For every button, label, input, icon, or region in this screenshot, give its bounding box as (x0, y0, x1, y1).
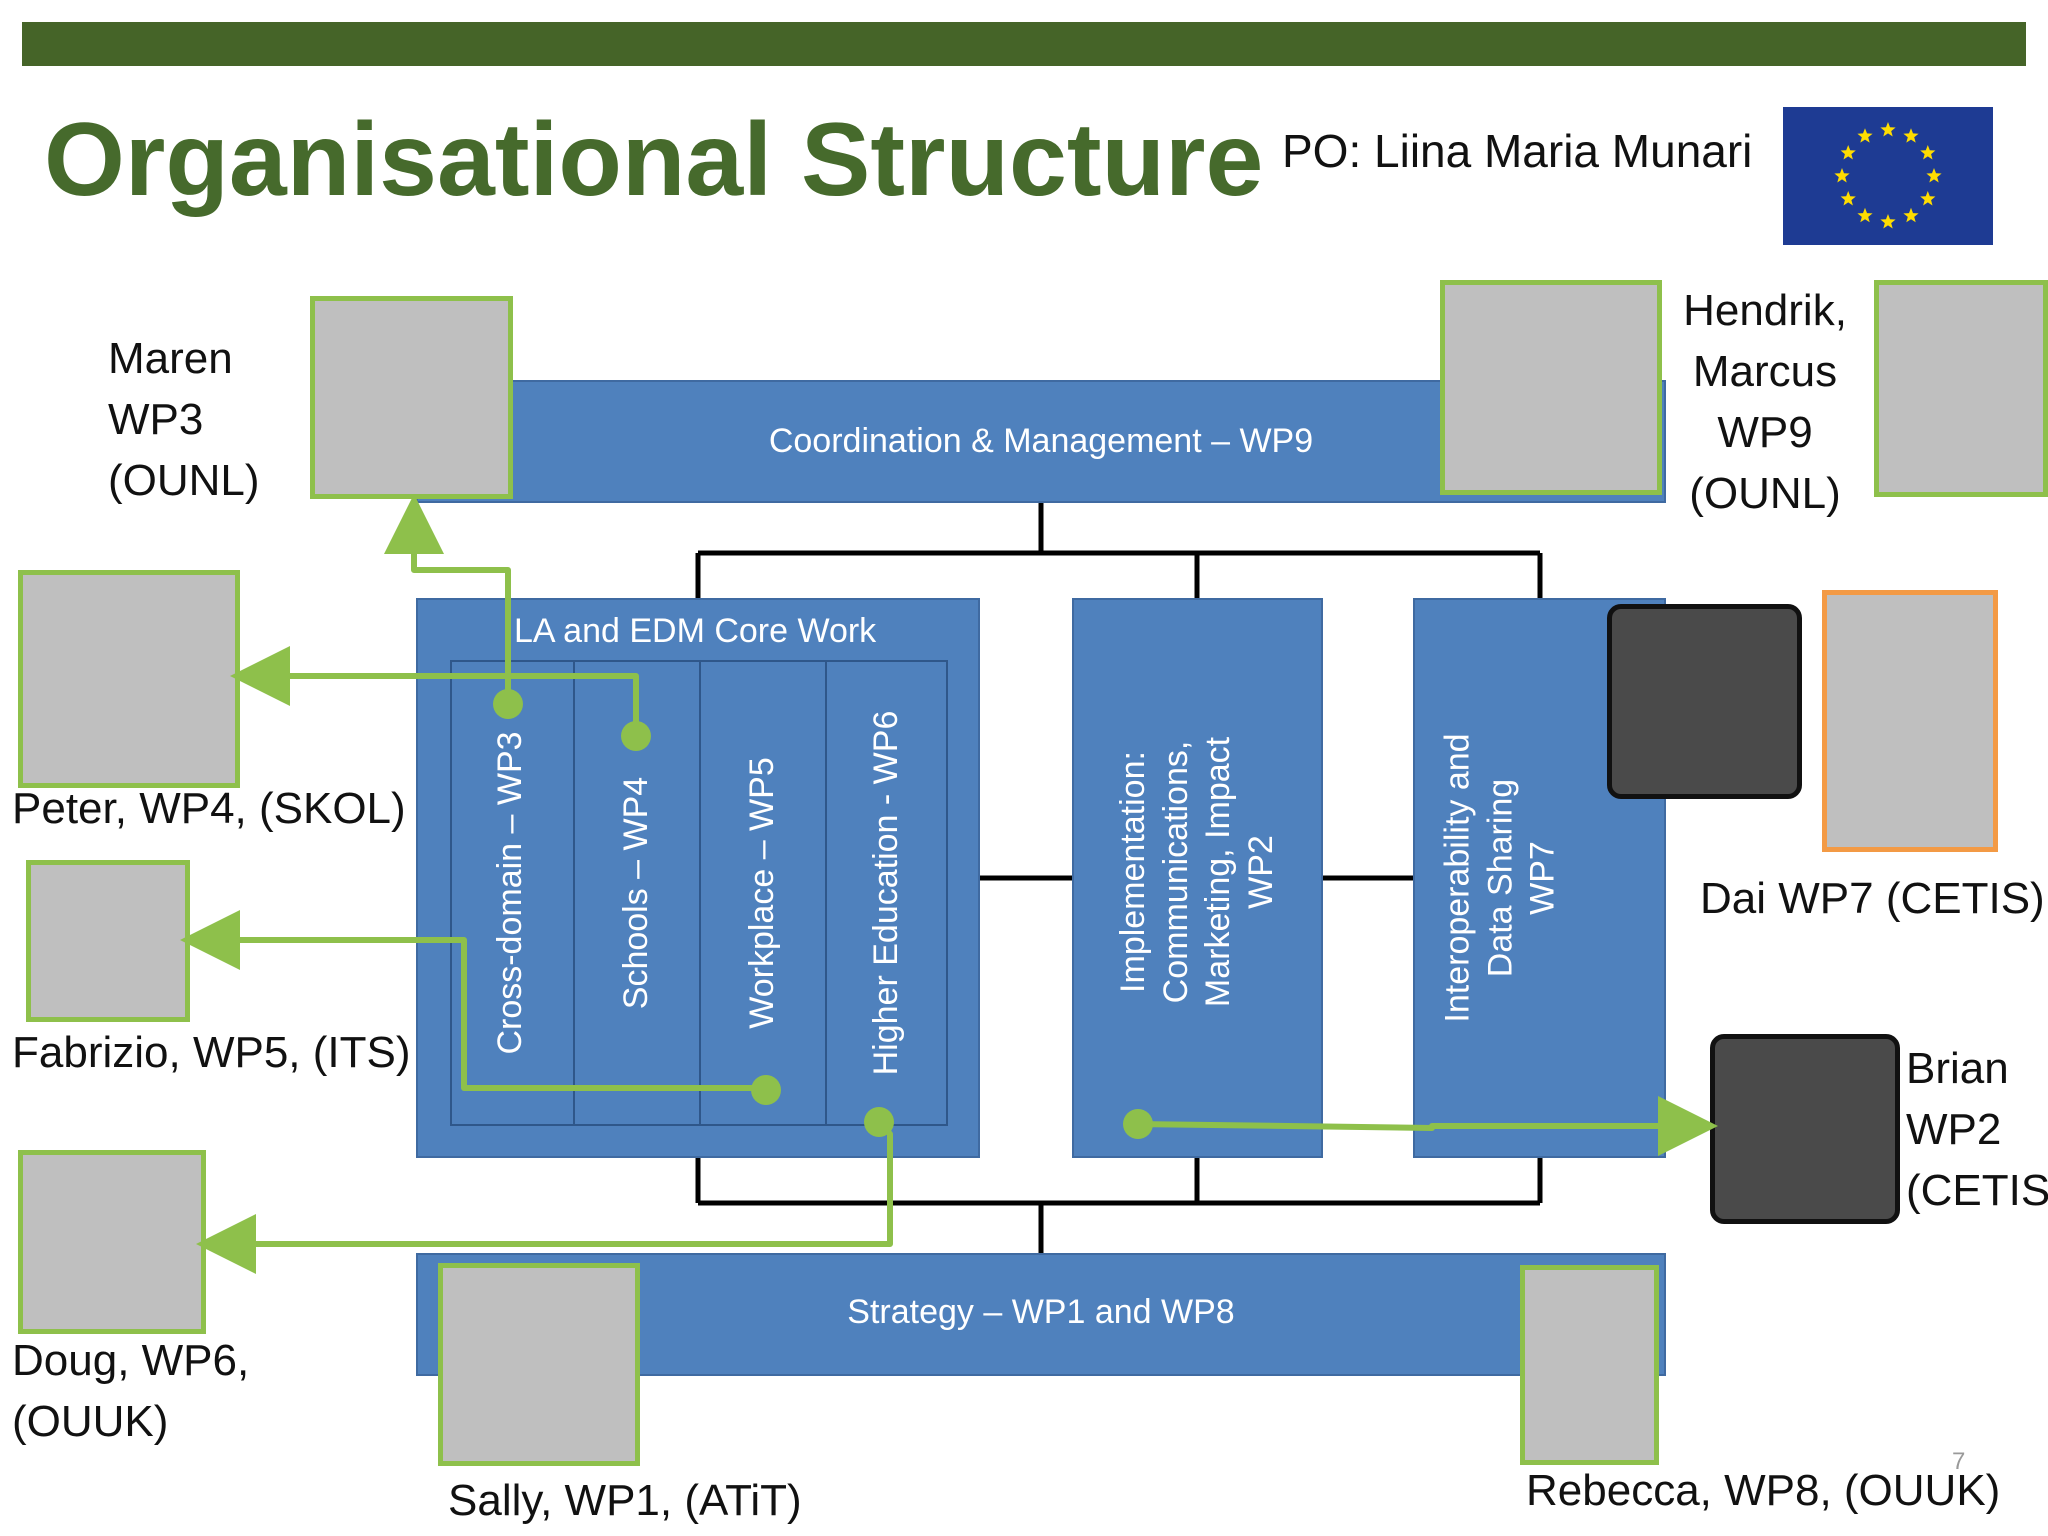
peter-label: Peter, WP4, (SKOL) (12, 784, 406, 833)
label-line: (OUNL) (1689, 469, 1841, 518)
star-icon (1857, 207, 1873, 223)
label-line: WP2 (1906, 1105, 2002, 1154)
doug-photo (18, 1150, 206, 1334)
wp2-dot (1123, 1109, 1153, 1139)
divider (699, 662, 701, 1124)
core-work-label: LA and EDM Core Work (514, 612, 877, 650)
wp6-dot (864, 1107, 894, 1137)
arrow-wp6-to-doug (196, 1120, 893, 1274)
arrow-wp5-to-fabrizio (180, 910, 766, 1091)
label-line: (CETIS) (1906, 1166, 2048, 1215)
divider (573, 662, 575, 1124)
divider (825, 662, 827, 1124)
star-icon (1840, 191, 1856, 206)
label-line: Marcus (1692, 347, 1838, 396)
marcus-photo (1874, 280, 2048, 497)
rebecca-label: Rebecca, WP8, (OUUK) (1526, 1466, 2001, 1515)
brian-photo (1710, 1034, 1900, 1224)
label-line: (OUUK) (12, 1397, 169, 1446)
arrow-wp4-to-peter (230, 646, 639, 736)
hendrik-marcus-label: Hendrik, Marcus WP9 (OUNL) (1664, 280, 1866, 524)
peter-photo (18, 570, 240, 788)
strategy-label: Strategy – WP1 and WP8 (847, 1293, 1235, 1331)
page-title: Organisational Structure (44, 102, 1264, 218)
fabrizio-label: Fabrizio, WP5, (ITS) (12, 1028, 411, 1077)
project-officer: PO: Liina Maria Munari (1282, 125, 1753, 177)
star-icon (1903, 207, 1919, 223)
label-line: (OUNL) (108, 456, 260, 505)
page-number: 7 (1952, 1448, 1966, 1475)
coordination-label: Coordination & Management – WP9 (768, 422, 1314, 460)
wp4-dot (621, 721, 651, 751)
core-work-inner-frame (450, 660, 948, 1126)
rebecca-photo (1520, 1265, 1659, 1465)
doug-label: Doug, WP6, (OUUK) (12, 1330, 249, 1452)
implementation-box (1072, 598, 1323, 1158)
star-icon (1920, 191, 1936, 206)
star-icon (1857, 128, 1873, 143)
star-icon (1840, 145, 1856, 160)
sally-label: Sally, WP1, (ATiT) (448, 1476, 802, 1525)
hendrik-photo (1440, 280, 1662, 495)
label-line: Brian (1906, 1044, 2009, 1093)
star-icon (1880, 214, 1896, 229)
star-icon (1926, 168, 1942, 183)
label-line: Hendrik, (1683, 286, 1847, 335)
label-line: WP9 (1717, 408, 1813, 457)
dai-photo-1 (1607, 604, 1802, 799)
eu-flag-logo (1783, 107, 1993, 245)
label-line: Maren (108, 334, 233, 383)
arrow-wp2-to-brian (1137, 1096, 1718, 1156)
star-icon (1920, 145, 1936, 160)
star-icon (1834, 168, 1850, 183)
wp3-dot (493, 689, 523, 719)
label-line: Doug, WP6, (12, 1336, 250, 1385)
label-line: WP3 (108, 395, 204, 444)
star-icon (1880, 122, 1896, 137)
wp5-dot (751, 1075, 781, 1105)
hierarchy-lines (695, 503, 1543, 1253)
brian-label: Brian WP2 (CETIS) (1906, 1038, 2048, 1221)
maren-label: Maren WP3 (OUNL) (108, 328, 260, 511)
header-bar (22, 22, 2026, 66)
star-icon (1903, 128, 1919, 143)
dai-photo-2 (1822, 590, 1998, 852)
arrow-wp3-to-maren (384, 494, 511, 704)
sally-photo (438, 1263, 640, 1466)
dai-label: Dai WP7 (CETIS) (1700, 874, 2045, 923)
